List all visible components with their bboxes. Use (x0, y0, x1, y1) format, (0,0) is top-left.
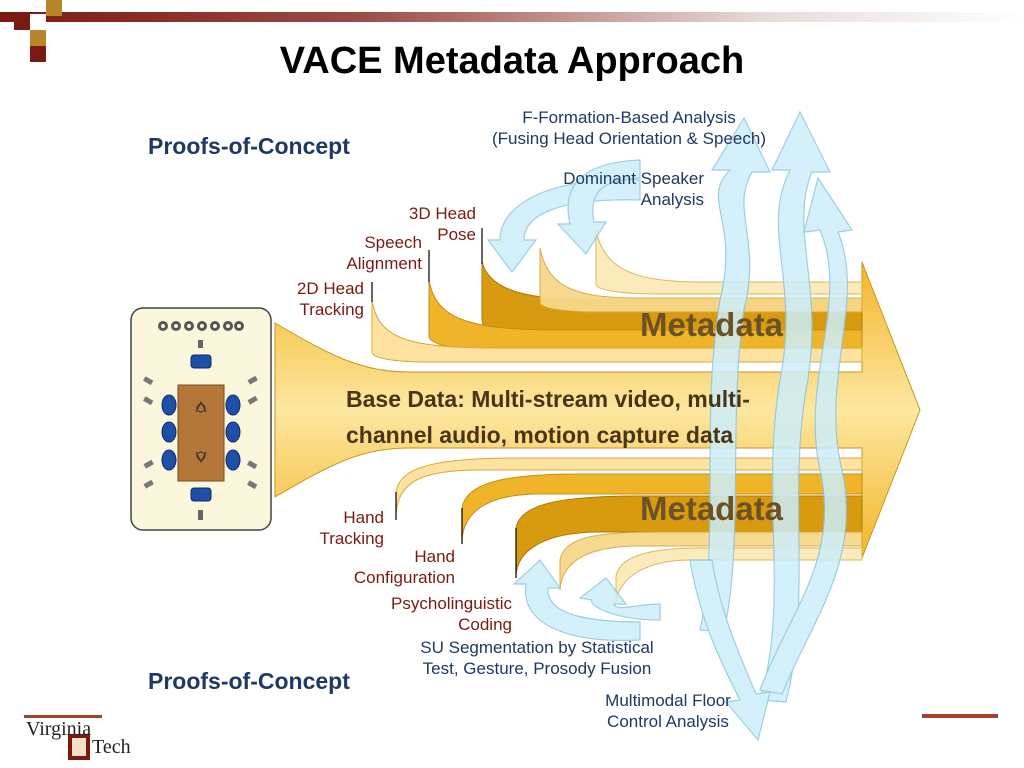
bottom-curved-arrow-2 (578, 577, 661, 621)
logo-text: Virginia (26, 718, 91, 741)
logo-text: Tech (92, 736, 131, 759)
label-line: Psycholinguistic (391, 594, 512, 613)
header-gradient-bar (0, 12, 1024, 22)
meeting-room-illustration (130, 307, 272, 531)
label-line: Speech (364, 233, 422, 252)
label-3d-head-pose: 3D Head Pose (388, 203, 476, 245)
label-line: F-Formation-Based Analysis (522, 108, 736, 127)
label-floor-control: Multimodal Floor Control Analysis (590, 690, 746, 732)
logo-word: Tech (92, 736, 131, 758)
ribbon-speech-alignment (428, 279, 863, 353)
ribbon-2d-head-tracking (371, 299, 863, 363)
label-line: Test, Gesture, Prosody Fusion (422, 659, 652, 678)
decor-square (14, 30, 30, 46)
virginia-tech-logo (24, 715, 102, 760)
label-line: Tracking (319, 529, 384, 548)
label-fformation-analysis: F-Formation-Based Analysis (Fusing Head … (474, 107, 784, 149)
top-curved-arrow-2 (556, 159, 641, 255)
metadata-label-top: Metadata (640, 306, 784, 343)
analysis-arrows (486, 110, 854, 742)
label-line: Alignment (346, 254, 422, 273)
decor-square (46, 0, 62, 16)
footer-rule (922, 714, 998, 718)
label-line: 2D Head (296, 279, 364, 298)
label-line: Multimodal Floor (605, 691, 731, 710)
upward-arrow-3 (759, 176, 854, 695)
label-line: Hand (414, 547, 455, 566)
stream-tick-lines (371, 228, 517, 578)
metadata-label-bottom: Metadata (640, 490, 784, 527)
decor-square (30, 46, 46, 62)
label-psycholinguistic-coding: Psycholinguistic Coding (372, 593, 512, 635)
bottom-curved-arrow-1 (512, 559, 641, 642)
logo-word: Virginia (26, 718, 92, 740)
label-speech-alignment: Speech Alignment (326, 232, 422, 274)
label-line: Hand (343, 508, 384, 527)
ribbon-hand-configuration (461, 473, 863, 541)
base-data-line: channel audio, motion capture data (346, 422, 734, 448)
base-data-line: Base Data: Multi-stream video, multi- (346, 386, 750, 412)
label-line: Configuration (353, 568, 455, 587)
decor-square (14, 14, 30, 30)
label-2d-head-tracking: 2D Head Tracking (284, 278, 364, 320)
page-title: VACE Metadata Approach (279, 40, 745, 82)
decor-square (30, 14, 46, 30)
label-dominant-speaker: Dominant Speaker Analysis (540, 168, 704, 210)
label-line: 3D Head (408, 204, 476, 223)
label-line: Analysis (640, 190, 704, 209)
label-line: Dominant Speaker (563, 169, 704, 188)
label-hand-tracking: Hand Tracking (300, 507, 384, 549)
label-line: Coding (458, 615, 512, 634)
label-line: Pose (437, 225, 476, 244)
ribbon-hand-tracking (395, 457, 863, 516)
label-su-segmentation: SU Segmentation by Statistical Test, Ges… (402, 637, 672, 679)
proofs-of-concept-top: Proofs-of-Concept (148, 133, 350, 159)
proofs-of-concept-bottom: Proofs-of-Concept (148, 668, 350, 694)
upward-arrow-1 (699, 116, 771, 633)
ribbon-dominant-speaker (539, 247, 863, 313)
label-line: (Fusing Head Orientation & Speech) (491, 129, 767, 148)
decor-square (30, 30, 46, 46)
label-line: Control Analysis (607, 712, 729, 731)
base-data-text: Base Data: Multi-stream video, multi- ch… (346, 381, 750, 453)
upward-arrow-2 (759, 110, 831, 703)
label-line: Tracking (299, 300, 364, 319)
floor-control-arrow (689, 559, 771, 742)
base-data-arrow (274, 261, 921, 559)
label-line: SU Segmentation by Statistical (420, 638, 654, 657)
label-hand-configuration: Hand Configuration (340, 546, 455, 588)
